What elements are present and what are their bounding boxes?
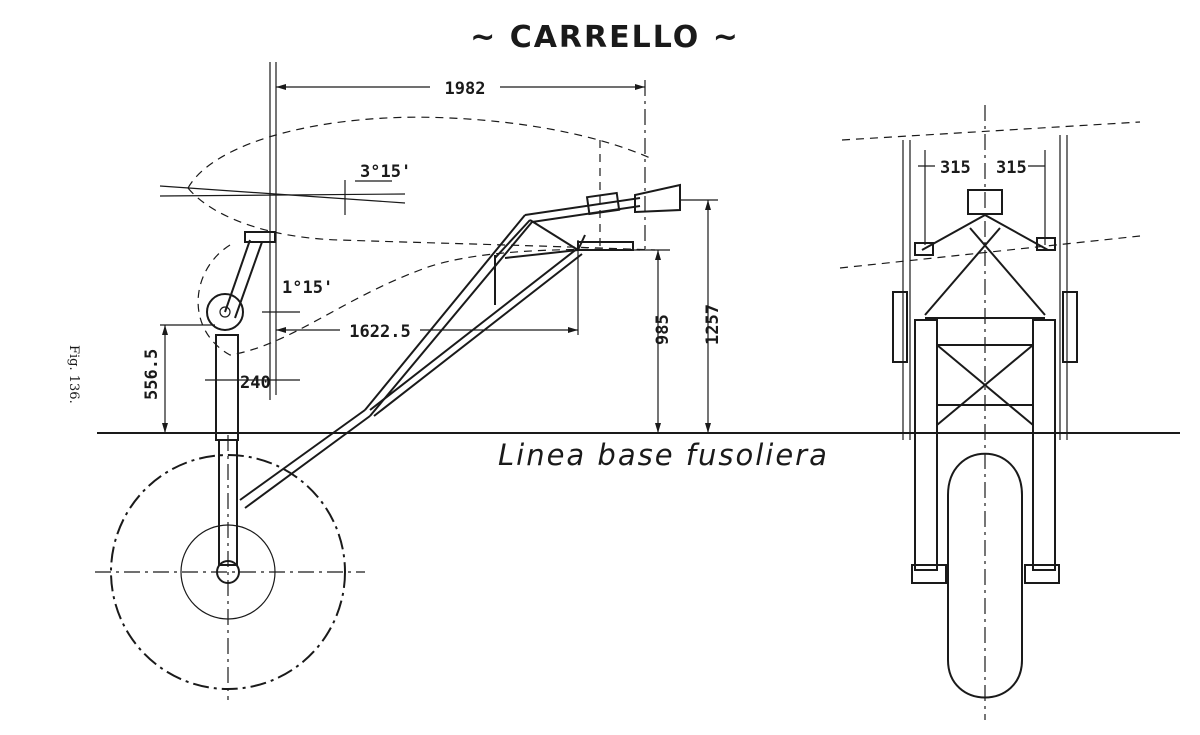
front-foot-right — [1024, 564, 1060, 584]
wing-airfoil-outline — [187, 116, 651, 189]
dim-985: 985 — [653, 314, 673, 345]
arrow-985-bottom — [655, 423, 661, 433]
arrow-1982-left — [276, 84, 286, 90]
arrow-5565-top — [162, 325, 168, 335]
truss-brace-1 — [504, 249, 579, 259]
oleo-link-a — [224, 239, 251, 313]
dim-1257: 1257 — [703, 304, 723, 345]
oleo-pivot-pin — [219, 306, 231, 318]
oleo-link-b — [234, 241, 263, 319]
arrow-1257-bottom — [705, 423, 711, 433]
upper-truss-right — [984, 214, 1049, 251]
truss-brace-3 — [494, 219, 531, 259]
dim-angle-strut: 1°15' — [282, 278, 333, 298]
upper-diag-2 — [969, 227, 1046, 316]
front-plate-left — [892, 291, 908, 363]
diagonal-strut — [239, 183, 681, 509]
dim-1622: 1622.5 — [349, 322, 410, 342]
dim-315-left: 315 — [940, 158, 971, 178]
drawing-title: ~ CARRELLO ~ — [470, 20, 740, 55]
arrow-5565-bottom — [162, 423, 168, 433]
front-foot-left — [911, 564, 947, 584]
oleo-top-bracket — [244, 231, 276, 243]
front-tyre — [947, 452, 1023, 699]
truss-brace-2 — [529, 219, 579, 251]
oleo-upper — [215, 334, 239, 441]
strut-lower-a — [239, 409, 366, 501]
side-wheel — [95, 435, 365, 700]
left-top-fitting — [914, 242, 934, 256]
strut-upper-b — [369, 221, 533, 417]
figure-label: Fig. 136. — [66, 345, 81, 404]
front-leg-right — [1032, 319, 1056, 571]
baseline-label: Linea base fusoliera — [498, 438, 829, 472]
strut-lower-b — [244, 415, 371, 509]
arrow-1257-top — [705, 200, 711, 210]
dim-240: 240 — [240, 373, 271, 393]
front-leg-left — [914, 319, 938, 571]
top-tube-b — [531, 205, 641, 223]
arrow-1622-right — [568, 327, 578, 333]
upper-diag-1 — [924, 227, 1001, 316]
x-brace-2 — [936, 344, 1034, 426]
front-wing-top — [841, 121, 1141, 141]
oleo-pivot-disc — [206, 293, 244, 331]
front-plate-right — [1062, 291, 1078, 363]
truss-lower-a — [369, 247, 579, 411]
arrow-985-top — [655, 250, 661, 260]
truss-lower-b — [373, 253, 583, 417]
dim-1982: 1982 — [445, 79, 486, 99]
dim-5565: 556.5 — [142, 349, 162, 400]
end-fitting — [634, 183, 681, 214]
wing-bracket — [577, 241, 634, 251]
arrow-1622-left — [276, 327, 286, 333]
side-view: 3°15' 1982 1622.5 1°15' 556.5 240 — [95, 62, 723, 700]
right-top-fitting — [1036, 237, 1056, 251]
wing-airfoil-lower — [187, 187, 656, 251]
arrow-1982-right — [635, 84, 645, 90]
bracket-stem — [577, 234, 586, 251]
fairing-outline — [197, 244, 641, 356]
dim-angle-wing: 3°15' — [360, 162, 411, 182]
upper-truss-left — [921, 214, 986, 251]
top-node-fitting — [967, 189, 1003, 215]
dim-315-right: 315 — [996, 158, 1027, 178]
oleo-leg — [206, 231, 276, 566]
top-fitting — [585, 191, 621, 216]
strut-upper-a — [364, 214, 526, 411]
reference-line — [159, 193, 406, 197]
top-tube-a — [524, 197, 641, 216]
oleo-lower — [218, 439, 238, 566]
front-view: 315 315 — [839, 105, 1141, 720]
